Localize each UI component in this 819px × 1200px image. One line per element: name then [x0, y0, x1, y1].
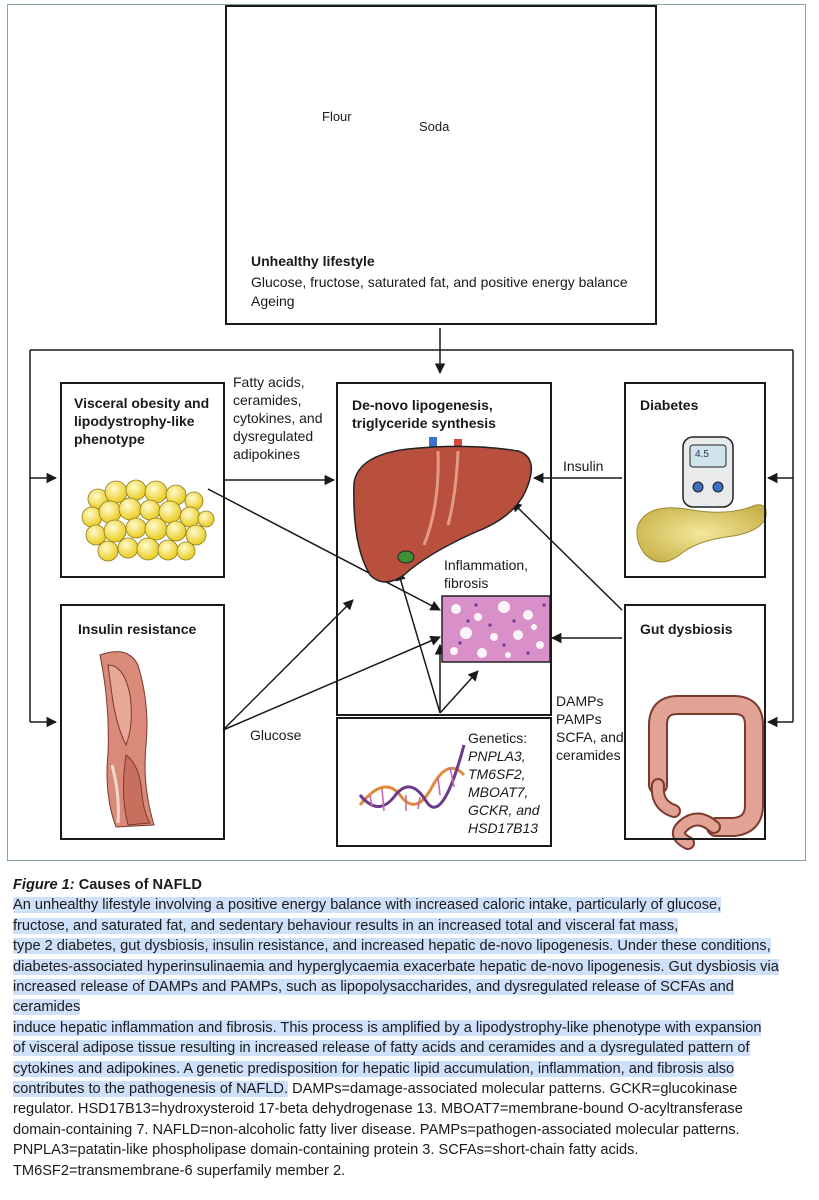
gene-item: TM6SF2, [468, 766, 526, 782]
caption-line: of visceral adipose tissue resulting in … [13, 1040, 750, 1057]
figure-caption: Figure 1: Causes of NAFLD An unhealthy l… [13, 875, 803, 1181]
caption-figure-label: Figure 1: [13, 877, 75, 893]
gene-item: PNPLA3, [468, 748, 526, 764]
liver-title-line2: triglyceride synthesis [352, 415, 496, 431]
insulin-resistance-title: Insulin resistance [78, 621, 197, 637]
liver-box: De-novo lipogenesis, triglyceride synthe… [336, 382, 552, 716]
gene-item: GCKR, and [468, 802, 540, 818]
lifestyle-title: Unhealthy lifestyle [251, 253, 375, 269]
interaction-arrows [207, 472, 623, 731]
soda-label: Soda [419, 119, 450, 134]
lifestyle-line2: Ageing [251, 293, 295, 309]
colon-illustration [648, 695, 764, 850]
visceral-title-line2: lipodystrophy-like [74, 413, 195, 429]
caption-line: An unhealthy lifestyle involving a posit… [13, 897, 722, 914]
muscle-illustration [99, 651, 155, 828]
caption-title: Figure 1: Causes of NAFLD [13, 875, 803, 895]
visceral-obesity-box: Visceral obesity and lipodystrophy-like … [60, 382, 225, 578]
gene-item: HSD17B13 [468, 820, 539, 836]
caption-line: increased release of DAMPs and PAMPs, su… [13, 979, 734, 1016]
caption-line: domain-containing 7. NAFLD=non-alcoholic… [13, 1121, 740, 1138]
gut-dysbiosis-title: Gut dysbiosis [640, 621, 733, 637]
inflammation-line1: Inflammation, [444, 557, 529, 573]
histology-illustration [441, 595, 551, 663]
caption-line: PNPLA3=patatin-like phospholipase domain… [13, 1142, 639, 1159]
liver-illustration [353, 437, 533, 583]
caption-line: fructose, and saturated fat, and sedenta… [13, 917, 679, 934]
glucose-meter-reading: 4.5 [695, 449, 709, 460]
inflammation-line2: fibrosis [444, 575, 489, 591]
lifestyle-connectors [29, 328, 794, 728]
caption-line: diabetes-associated hyperinsulinaemia an… [13, 958, 779, 975]
insulin-resistance-box: Insulin resistance [60, 604, 225, 840]
diabetes-title: Diabetes [640, 397, 699, 413]
lifestyle-line1: Glucose, fructose, saturated fat, and po… [251, 274, 628, 290]
visceral-title-line1: Visceral obesity and [74, 395, 210, 411]
dna-illustration [358, 744, 466, 812]
gene-item: MBOAT7, [468, 784, 529, 800]
gut-dysbiosis-box: Gut dysbiosis [624, 604, 766, 840]
liver-title-line1: De-novo lipogenesis, [352, 397, 493, 413]
caption-line: TM6SF2=transmembrane-6 superfamily membe… [13, 1162, 346, 1179]
flour-label: Flour [322, 109, 352, 124]
visceral-title-line3: phenotype [74, 431, 145, 447]
caption-line: regulator. HSD17B13=hydroxysteroid 17-be… [13, 1101, 743, 1118]
diabetes-box: Diabetes 4.5 [624, 382, 766, 578]
insulin-label: Insulin [563, 458, 604, 474]
glucose-label: Glucose [250, 727, 302, 743]
caption-line: induce hepatic inflammation and fibrosis… [13, 1019, 762, 1036]
glucose-meter-illustration [682, 436, 734, 508]
genetics-title: Genetics: [468, 730, 528, 746]
visceral-fat-illustration [81, 479, 215, 562]
genetics-box: Genetics: PNPLA3, TM6SF2, MBOAT7, GCKR, … [336, 717, 552, 847]
pancreas-illustration [636, 504, 767, 563]
lifestyle-box: Flour Soda Unhealthy lifestyle Glucose, … [225, 5, 657, 325]
caption-line: cytokines and adipokines. A genetic pred… [13, 1060, 735, 1077]
figure-panel: Flour Soda Unhealthy lifestyle Glucose, … [7, 4, 806, 861]
caption-title-text: Causes of NAFLD [78, 877, 202, 893]
caption-line: type 2 diabetes, gut dysbiosis, insulin … [13, 938, 771, 955]
caption-line: contributes to the pathogenesis of NAFLD… [13, 1081, 738, 1098]
